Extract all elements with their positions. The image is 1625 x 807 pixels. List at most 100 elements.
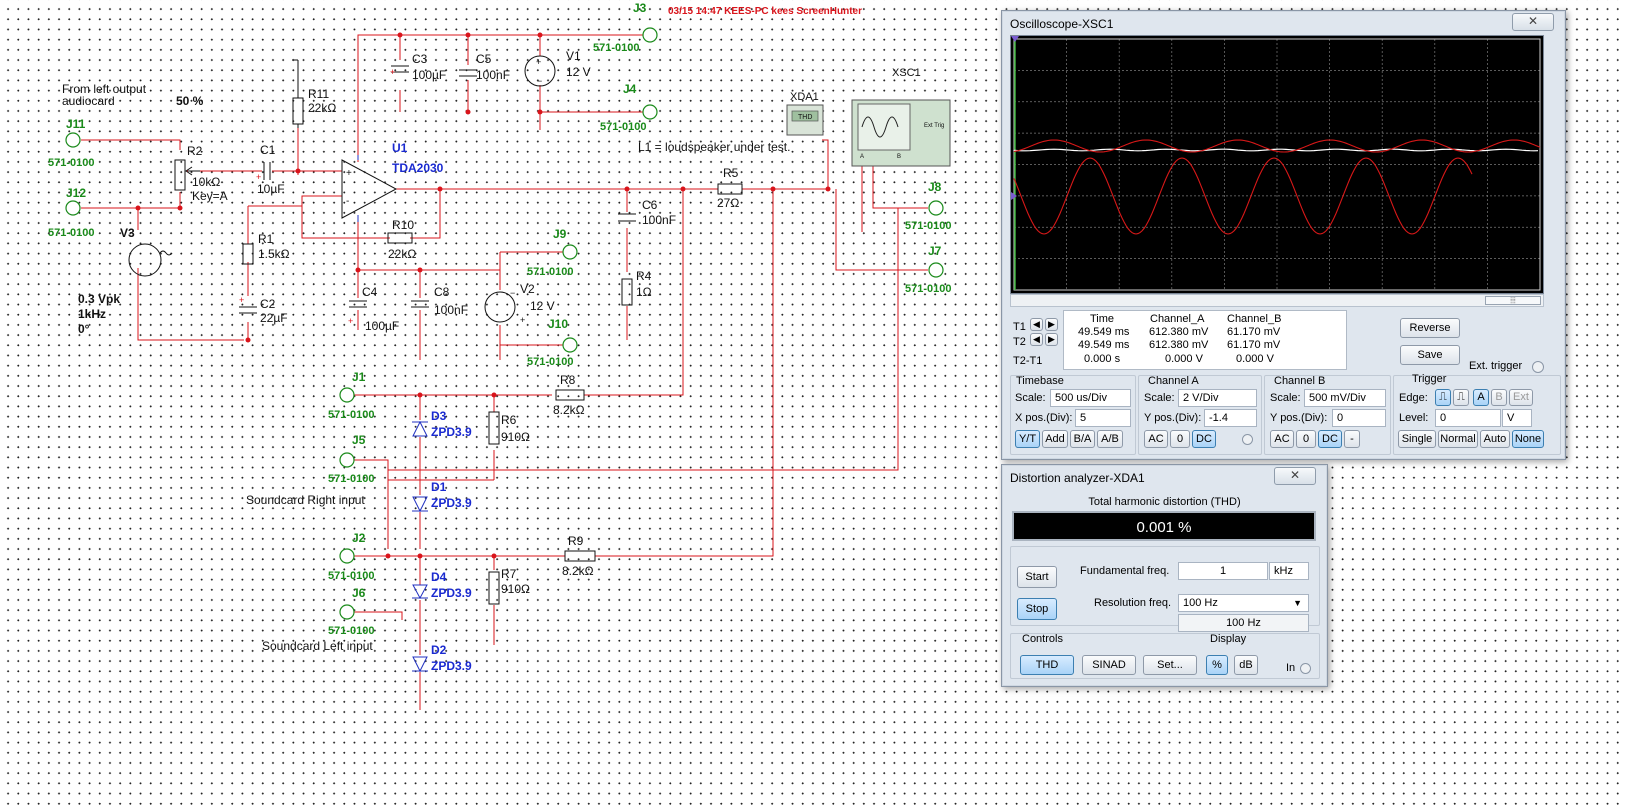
resistor-R1[interactable]: R1 1.5kΩ [242,232,290,265]
trigger-level-field[interactable]: 0 [1435,409,1501,427]
settings-button[interactable]: Set... [1143,655,1197,675]
channel-b-invert-button[interactable]: - [1344,430,1360,448]
scrollbar-thumb[interactable]: ⦙⦙⦙ [1485,296,1541,305]
connector-J3[interactable]: J3 571-0100 [593,1,658,54]
instrument-XSC1[interactable]: Ext Trig A B XSC1 [851,67,951,167]
connector-J12[interactable]: J12 571-0100 [48,186,95,239]
distortion-close-button[interactable]: ✕ [1274,467,1316,485]
channel-a-radio[interactable] [1242,434,1253,445]
screen-scrollbar[interactable]: ⦙⦙⦙ [1010,294,1544,307]
oscilloscope-close-button[interactable]: ✕ [1512,13,1554,31]
resistor-R9[interactable]: R9 8.2kΩ [562,534,596,578]
sinad-button[interactable]: SINAD [1082,655,1136,675]
resistor-R10[interactable]: R10 22kΩ [387,218,416,261]
capacitor-C2[interactable]: C2 22µF + [239,295,288,325]
ext-trigger-radio[interactable] [1532,361,1544,373]
channel-a-zero-button[interactable]: 0 [1170,430,1190,448]
connector-J1[interactable]: J1 571-0100 [328,370,375,421]
svg-text:V3: V3 [120,226,135,240]
trigger-single-button[interactable]: Single [1398,430,1436,448]
zener-D4[interactable]: D4 ZPD3.9 [412,570,472,600]
schematic-canvas[interactable]: 03/15 14:47 KEES-PC kees ScreenHunter [0,0,1000,807]
trigger-source-a-button[interactable]: A [1473,389,1489,406]
falling-edge-icon[interactable]: ⎍ [1453,389,1469,406]
channel-b-ac-button[interactable]: AC [1270,430,1294,448]
potentiometer-R2[interactable]: R2 10kΩ Key=A [174,144,228,203]
stop-button[interactable]: Stop [1017,598,1057,620]
zener-D2[interactable]: D2 ZPD3.9 [412,643,472,673]
trigger-source-ext-button[interactable]: Ext [1509,389,1533,406]
resolution-freq-select[interactable]: 100 Hz ▼ [1178,594,1309,612]
svg-text:R6: R6 [501,413,517,427]
trigger-level-unit[interactable]: V [1502,409,1532,427]
resistor-R7[interactable]: R7 910Ω [488,567,530,605]
connector-J9[interactable]: J9 571-0100 [527,227,578,278]
svg-text:910Ω: 910Ω [501,430,530,444]
trigger-normal-button[interactable]: Normal [1438,430,1478,448]
timebase-xpos-field[interactable]: 5 [1075,409,1131,427]
connector-J6[interactable]: J6 571-0100 [328,586,375,637]
channel-b-zero-button[interactable]: 0 [1296,430,1316,448]
fundamental-freq-unit[interactable]: kHz [1269,562,1309,580]
resistor-R11[interactable]: R11 22kΩ [292,60,336,128]
db-display-button[interactable]: dB [1234,655,1258,675]
resistor-R8[interactable]: R8 8.2kΩ [553,373,585,417]
resistor-R5[interactable]: R5 27Ω [717,166,743,210]
opamp-U1[interactable]: + - U1 TDA2030 [341,141,444,222]
capacitor-C3[interactable]: C3 100µF + [390,52,446,82]
t1-left-arrow-icon[interactable]: ◀ [1030,318,1043,331]
t1-right-arrow-icon[interactable]: ▶ [1045,318,1058,331]
connector-J4[interactable]: J4 571-0100 [600,82,658,133]
channel-a-ypos-field[interactable]: -1.4 [1204,409,1257,427]
trigger-source-b-button[interactable]: B [1491,389,1507,406]
percent-display-button[interactable]: % [1206,655,1228,675]
rising-edge-icon[interactable]: ⎍ [1435,389,1451,406]
mode-yt-button[interactable]: Y/T [1015,430,1040,448]
svg-text:R10: R10 [392,218,414,232]
timebase-scale-field[interactable]: 500 us/Div [1050,389,1131,407]
zener-D1[interactable]: D1 ZPD3.9 [412,480,472,513]
channel-b-title: Channel B [1274,375,1326,387]
thd-button[interactable]: THD [1020,655,1074,675]
trigger-auto-button[interactable]: Auto [1480,430,1510,448]
capacitor-C8[interactable]: C8 100nF [411,285,468,317]
reverse-button[interactable]: Reverse [1400,318,1460,338]
t2-left-arrow-icon[interactable]: ◀ [1030,333,1043,346]
mode-ab-button[interactable]: A/B [1097,430,1123,448]
channel-b-scale-field[interactable]: 500 mV/Div [1304,389,1386,407]
mode-ba-button[interactable]: B/A [1070,430,1095,448]
svg-text:TDA2030: TDA2030 [392,161,444,175]
resistor-R4[interactable]: R4 1Ω [621,269,652,306]
capacitor-C5[interactable]: C5 100nF [459,52,510,82]
save-button[interactable]: Save [1400,345,1460,365]
connector-J8[interactable]: J8 571-0100 [905,180,952,232]
dc-source-V2[interactable]: − V2 12 V + [484,282,555,325]
capacitor-C1[interactable]: C1 10µF + [256,143,285,196]
start-button[interactable]: Start [1017,566,1057,588]
connector-J7[interactable]: J7 571-0100 [905,244,952,295]
t2-right-arrow-icon[interactable]: ▶ [1045,333,1058,346]
connector-J5[interactable]: J5 571-0100 [328,433,375,485]
zener-D3[interactable]: D3 ZPD3.9 [412,409,472,439]
channel-a-scale-field[interactable]: 2 V/Div [1178,389,1257,407]
svg-text:571-0100: 571-0100 [527,266,574,278]
ac-source-V3[interactable]: V3 0.3 Vpk 1kHz 0° [78,226,173,336]
channel-b-dc-button[interactable]: DC [1318,430,1342,448]
trigger-none-button[interactable]: None [1512,430,1544,448]
capacitor-C4[interactable]: C4 100µF + [348,285,399,333]
in-radio[interactable] [1300,663,1311,674]
channel-b-ypos-field[interactable]: 0 [1332,409,1386,427]
dc-source-V1[interactable]: + − V1 12 V [524,49,591,87]
oscilloscope-screen[interactable] [1010,35,1544,294]
connector-J11[interactable]: J11 571-0100 [48,117,95,169]
resistor-R6[interactable]: R6 910Ω [488,411,530,445]
instrument-XDA1[interactable]: THD XDA1 [786,91,824,136]
connector-J10[interactable]: J10 571-0100 [527,317,578,368]
fundamental-freq-field[interactable]: 1 [1178,562,1268,580]
connector-J2[interactable]: J2 571-0100 [328,531,375,582]
channel-a-ac-button[interactable]: AC [1144,430,1168,448]
capacitor-C6[interactable]: C6 100nF [618,198,676,227]
oscilloscope-title: Oscilloscope-XSC1 [1010,17,1114,31]
mode-add-button[interactable]: Add [1042,430,1068,448]
channel-a-dc-button[interactable]: DC [1192,430,1216,448]
